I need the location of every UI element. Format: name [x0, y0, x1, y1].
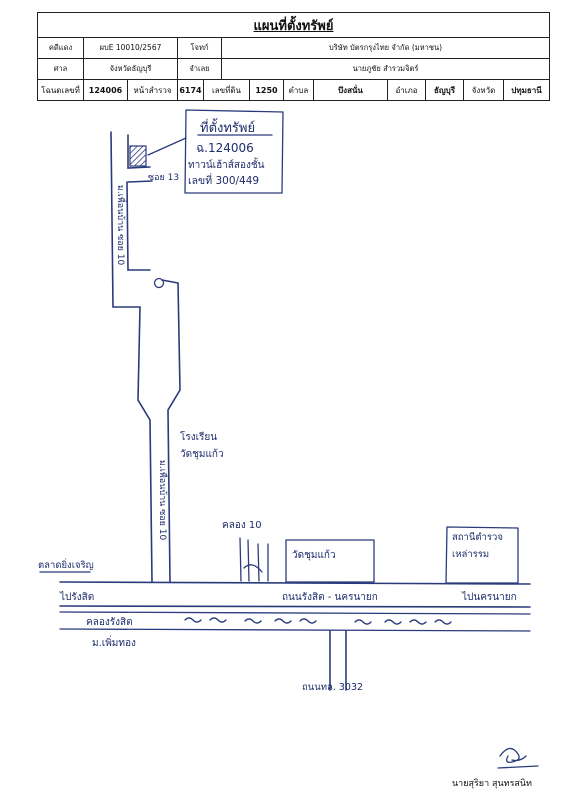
signer-name: นายสุริยา สุนทรสนิท — [452, 779, 532, 789]
header-row-court: ศาล จังหวัดธัญบุรี จำเลย นายภูชัย สำรวมจ… — [38, 59, 549, 80]
province: ปทุมธานี — [511, 85, 542, 95]
canal-top-edge — [59, 611, 531, 615]
lower-soi-left-edge — [137, 306, 153, 583]
junction-roundabout — [153, 277, 165, 289]
court-name: จังหวัดธัญบุรี — [84, 59, 178, 79]
khlong10-label: คลอง 10 — [222, 520, 262, 531]
factory-label: โรงเรียน — [180, 430, 217, 443]
label-case: คดีแดง — [38, 38, 84, 58]
police-station-box — [445, 526, 519, 584]
property-callout-box — [184, 109, 284, 194]
signature-scribble — [497, 747, 539, 769]
label-deed: โฉนดเลขที่ — [38, 80, 84, 100]
temple-area-label: วัดชุมแก้ว — [180, 448, 224, 460]
deed-number: 124006 — [84, 80, 128, 100]
upper-soi-right-edge — [126, 181, 129, 271]
label-court: ศาล — [38, 59, 84, 79]
junction-right-edge — [161, 279, 179, 284]
type-note: ทาวน์เฮ้าส์สองชั้น — [188, 157, 265, 171]
canal-water-marks — [184, 617, 452, 625]
main-road-bottom-edge — [59, 605, 531, 608]
label-district: อำเภอ — [388, 80, 426, 100]
deed-note: ฉ.124006 — [196, 141, 254, 155]
label-province: จังหวัด — [464, 80, 504, 100]
to-rangsit-label: ไปรังสิต — [59, 591, 94, 603]
district: ธัญบุรี — [426, 80, 464, 100]
village-bottom-label: ม.เพิ่มทอง — [92, 635, 136, 649]
property-title: ที่ตั้งทรัพย์ — [200, 118, 255, 136]
survey-page: 6174 — [178, 80, 204, 100]
lower-soi-label: ม.เพื่อนบ้าน ซอย 10 — [157, 460, 170, 541]
header-table: แผนที่ตั้งทรัพย์ คดีแดง ผบE 10010/2567 โ… — [37, 12, 550, 101]
soi13-top-edge — [127, 134, 151, 169]
document-title: แผนที่ตั้งทรัพย์ — [38, 13, 549, 38]
upper-soi-label: ม.เพื่อนบ้าน ซอย 10 — [115, 185, 128, 266]
label-survey-page: หน้าสำรวจ — [128, 80, 178, 100]
main-road-top-edge — [59, 581, 531, 585]
label-land-no: เลขที่ดิน — [204, 80, 250, 100]
police-box-label: สถานีตำรวจ — [452, 531, 503, 543]
header-row-deed: โฉนดเลขที่ 124006 หน้าสำรวจ 6174 เลขที่ด… — [38, 80, 549, 100]
wat-chumkaew-box — [285, 539, 375, 583]
market-label: ตลาดยิ่งเจริญ — [38, 558, 94, 571]
label-plaintiff: โจทก์ — [178, 38, 222, 58]
canal-bottom-edge — [59, 628, 531, 632]
case-number: ผบE 10010/2567 — [84, 38, 178, 58]
main-road-label: ถนนรังสิต - นครนายก — [282, 592, 378, 603]
soi13-bottom-edge — [127, 180, 153, 183]
land-number: 1250 — [250, 80, 284, 100]
khlong10-bridge — [243, 564, 263, 573]
callout-pointer-line — [147, 137, 187, 156]
police-box-label-2: เหล่ารรม — [452, 549, 489, 560]
soi13-label: ซอย 13 — [148, 173, 179, 183]
plaintiff-name: บริษัท บัตรกรุงไทย จำกัด (มหาชน) — [328, 43, 443, 52]
property-parcel — [129, 145, 147, 167]
header-row-case: คดีแดง ผบE 10010/2567 โจทก์ บริษัท บัตรก… — [38, 38, 549, 59]
lower-soi-right-edge — [167, 282, 181, 583]
road-3032-label: ถนนทล. 3032 — [302, 682, 363, 693]
label-defendant: จำเลย — [178, 59, 222, 79]
defendant-name: นายภูชัย สำรวมจิตร์ — [352, 64, 419, 73]
khlong10-lines — [239, 537, 269, 582]
canal-label: คลองรังสิต — [86, 617, 133, 628]
subdistrict: บึงสนั่น — [314, 80, 388, 100]
label-subdistrict: ตำบล — [284, 80, 314, 100]
address-note: เลขที่ 300/449 — [188, 173, 259, 187]
upper-soi-left-edge — [110, 131, 114, 308]
wat-box-label: วัดชุมแก้ว — [292, 549, 336, 561]
to-nakhon-label: ไปนครนายก — [461, 591, 517, 603]
